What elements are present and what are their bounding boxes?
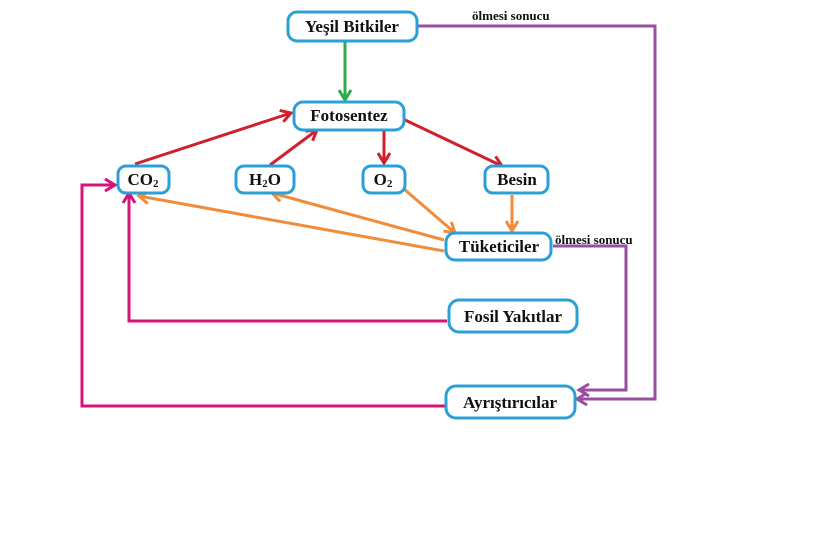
edge-o2-to-consumers: [403, 187, 455, 233]
note-plants-death: ölmesi sonucu: [472, 8, 550, 23]
note-consumers-death: ölmesi sonucu: [555, 232, 633, 247]
node-h2o: H2O: [234, 164, 296, 195]
edge-consumers-to-co2: [139, 196, 445, 253]
node-besin: Besin: [483, 164, 550, 195]
edge-h2o-to-photosynthesis: [269, 130, 317, 167]
edge-fossil-fuels-to-co2: [129, 193, 447, 323]
node-tuketiciler-label: Tüketiciler: [459, 237, 540, 256]
edge-consumers-to-h2o: [272, 193, 445, 242]
edge-consumers-death-to-decomposers: [553, 244, 628, 390]
node-co2-label: CO2: [128, 170, 160, 190]
node-o2-label: O2: [374, 170, 393, 190]
node-fosil-yakitlar-label: Fosil Yakıtlar: [464, 307, 563, 326]
node-h2o-label: H2O: [249, 170, 281, 190]
node-co2: CO2: [116, 164, 171, 195]
node-ayristiricilar: Ayrıştırıcılar: [444, 384, 577, 420]
node-ayristiricilar-label: Ayrıştırıcılar: [463, 393, 558, 412]
edge-plants-death-to-decomposers: [418, 24, 657, 399]
node-fotosentez: Fotosentez: [292, 100, 406, 132]
node-o2: O2: [361, 164, 407, 195]
node-fosil-yakitlar: Fosil Yakıtlar: [447, 298, 579, 334]
edge-co2-to-photosynthesis: [134, 113, 291, 166]
node-fotosentez-label: Fotosentez: [310, 106, 388, 125]
node-tuketiciler: Tüketiciler: [444, 231, 553, 262]
node-yesil-bitkiler: Yeşil Bitkiler: [286, 10, 419, 43]
node-yesil-bitkiler-label: Yeşil Bitkiler: [305, 17, 399, 36]
edge-photosynthesis-to-besin: [402, 117, 502, 166]
node-besin-label: Besin: [497, 170, 537, 189]
edge-decomposers-to-co2: [80, 185, 445, 408]
